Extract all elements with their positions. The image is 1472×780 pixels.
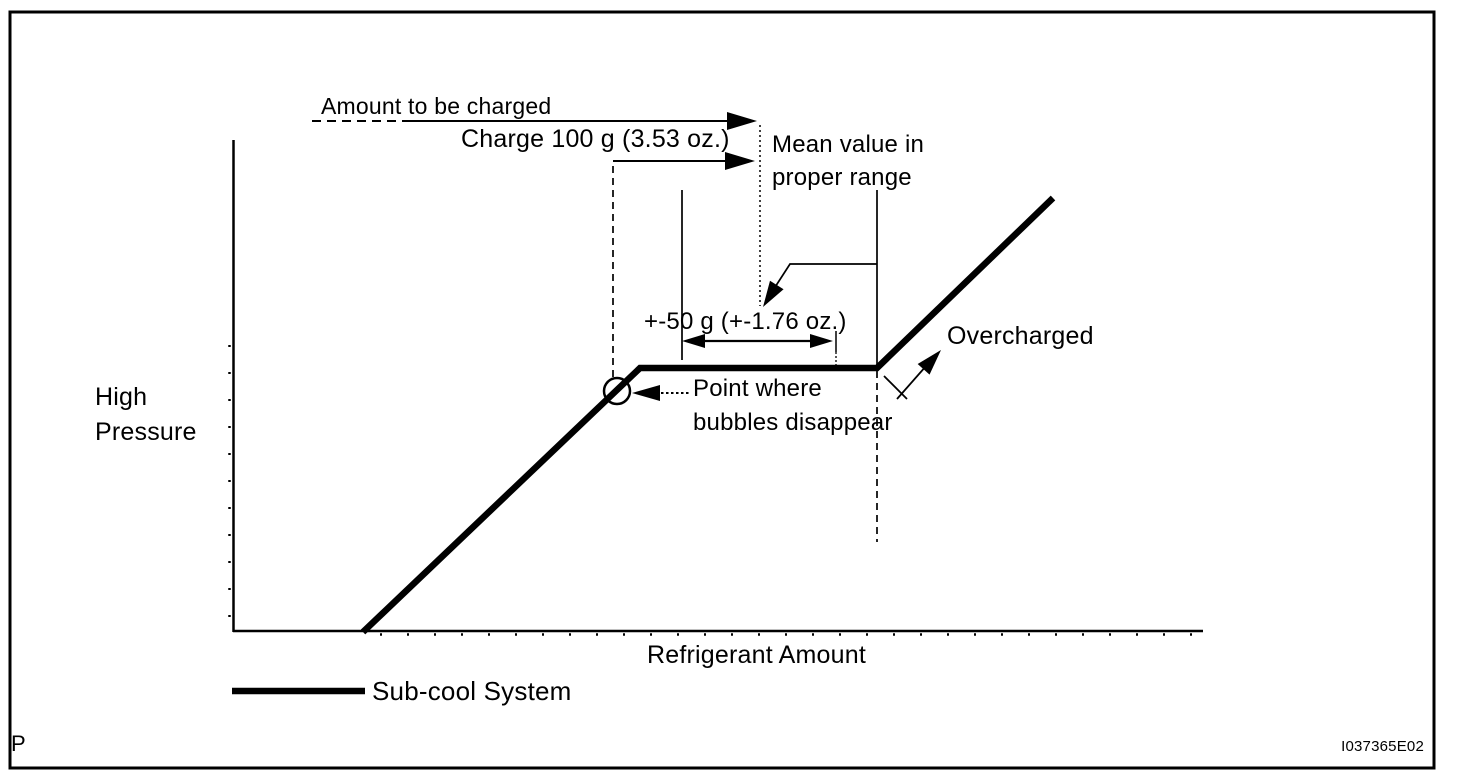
charge-amount-label: Charge 100 g (3.53 oz.) [461,125,730,153]
mean-value-leader [763,263,877,307]
tolerance-range-label: +-50 g (+-1.76 oz.) [644,308,847,335]
amount-to-be-charged-label: Amount to be charged [321,93,552,119]
figure-code: I037365E02 [1341,738,1424,755]
guide-lines [612,125,878,542]
charge-amount-arrow [613,152,755,170]
x-axis-label: Refrigerant Amount [647,641,866,669]
legend-label: Sub-cool System [372,676,572,706]
arrowhead-right [725,152,755,170]
arrowhead-right [727,112,757,130]
arrowhead-up-right [917,350,941,375]
arrowhead-left [682,334,705,348]
axes [228,140,1203,636]
y-axis-label: High Pressure [95,383,197,446]
bubble-point-label: Point where bubbles disappear [693,375,893,436]
amount-to-be-charged-arrow [312,112,757,130]
bubble-point-circle [602,376,632,406]
page-marker: P [11,731,26,756]
arrowhead-left [632,385,660,401]
overcharged-label: Overcharged [947,322,1094,350]
subcool-system-curve [360,195,1056,635]
arrow-tail-tick [883,375,908,400]
figure-border [8,10,1436,770]
leader-line [767,263,877,299]
mean-value-label: Mean value in proper range [772,131,925,191]
bubble-point-arrow [632,385,689,401]
tolerance-range-arrow [682,334,833,348]
arrowhead-down-left [763,280,784,307]
overcharged-arrow [883,350,941,400]
arrowhead-right [810,334,833,348]
